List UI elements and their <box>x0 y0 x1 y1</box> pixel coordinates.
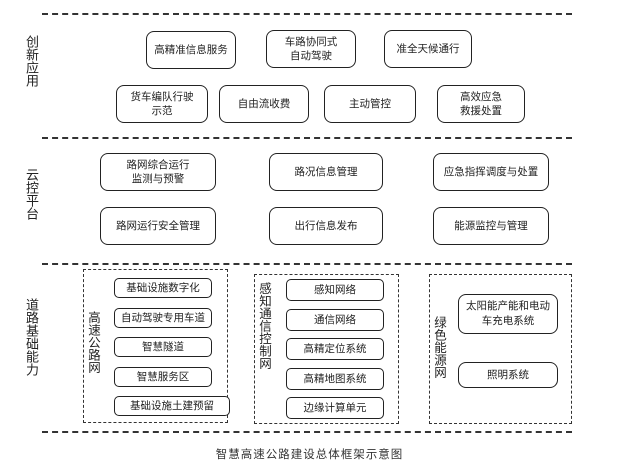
layer-title-cloud: 云控平台 <box>23 168 38 220</box>
innovation-box: 高精准信息服务 <box>146 31 236 69</box>
cloud-box: 路网综合运行 监测与预警 <box>100 153 216 191</box>
road-box: 智慧服务区 <box>114 367 212 387</box>
layer-title-innovation: 创新应用 <box>23 35 38 87</box>
separator-innovation-cloud <box>42 137 572 139</box>
group-title-green-energy: 绿色能源网 <box>432 316 447 379</box>
road-box: 智慧隧道 <box>114 337 212 357</box>
road-box: 通信网络 <box>286 309 384 331</box>
road-box: 太阳能产能和电动 车充电系统 <box>458 294 558 334</box>
innovation-box: 货车编队行驶 示范 <box>116 85 208 123</box>
road-box: 自动驾驶专用车道 <box>114 308 212 328</box>
road-box: 高精地图系统 <box>286 368 384 390</box>
cloud-box: 路网运行安全管理 <box>100 207 216 245</box>
cloud-box: 路况信息管理 <box>269 153 383 191</box>
road-box: 基础设施土建预留 <box>114 396 230 416</box>
separator-cloud-road <box>42 263 572 265</box>
cloud-box: 应急指挥调度与处置 <box>433 153 549 191</box>
separator-bottom <box>42 431 572 433</box>
group-title-perception: 感知通信控制网 <box>257 282 272 370</box>
figure-caption: 智慧高速公路建设总体框架示意图 <box>215 447 404 461</box>
road-box: 边缘计算单元 <box>286 397 384 419</box>
innovation-box: 高效应急 救援处置 <box>437 85 525 123</box>
innovation-box: 自由流收费 <box>219 85 309 123</box>
road-box: 感知网络 <box>286 279 384 301</box>
road-box: 高精定位系统 <box>286 338 384 360</box>
group-expressway-network <box>83 269 228 423</box>
road-box: 照明系统 <box>458 362 558 388</box>
layer-title-road: 道路基础能力 <box>23 298 38 376</box>
innovation-box: 准全天候通行 <box>384 30 472 68</box>
innovation-box: 车路协同式 自动驾驶 <box>266 30 356 68</box>
cloud-box: 出行信息发布 <box>269 207 383 245</box>
group-green-energy-network <box>429 274 572 424</box>
group-perception-network <box>254 274 399 424</box>
innovation-box: 主动管控 <box>324 85 416 123</box>
group-title-expressway: 高速公路网 <box>86 311 101 374</box>
separator-top <box>42 13 572 15</box>
road-box: 基础设施数字化 <box>114 278 212 298</box>
cloud-box: 能源监控与管理 <box>433 207 549 245</box>
